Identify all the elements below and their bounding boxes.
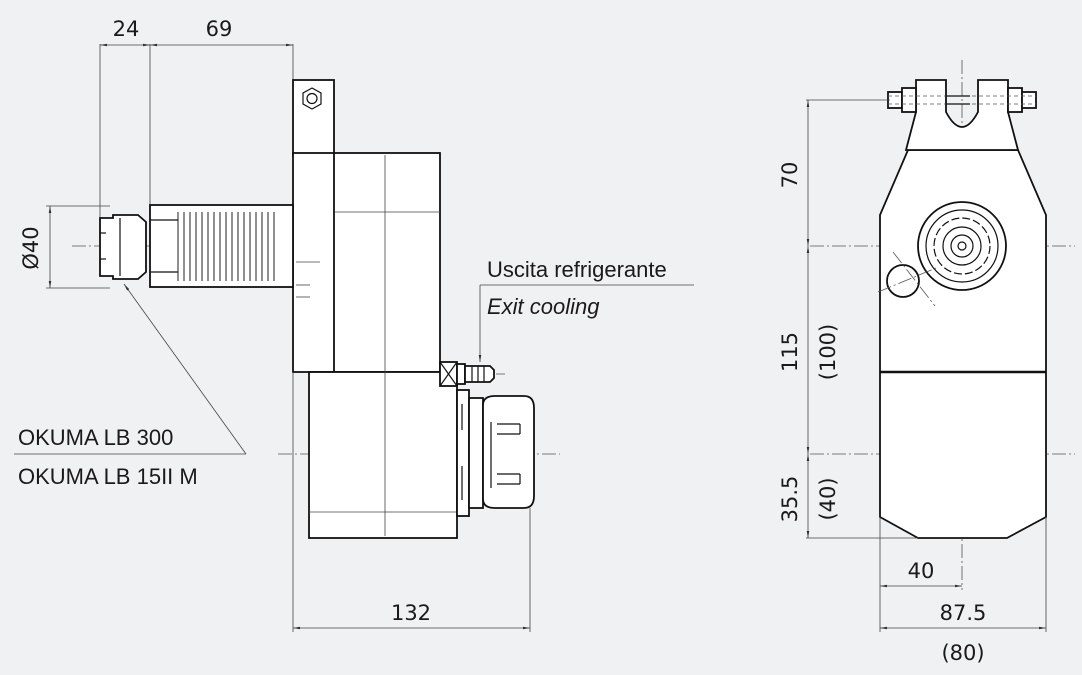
dim-80-label: (80) <box>941 641 984 665</box>
dim-132-group: 132 <box>292 372 531 632</box>
shank <box>149 204 294 288</box>
dim-35-5-label: 35.5 <box>778 476 802 523</box>
coolant-label-it: Uscita refrigerante <box>487 257 667 282</box>
mounting-tab <box>292 79 335 157</box>
coolant-label-en: Exit cooling <box>487 294 600 319</box>
dim-40-label: 40 <box>908 559 935 583</box>
hex-nut-icon <box>302 87 322 110</box>
dim-40-paren-label: (40) <box>816 477 840 520</box>
body-upper <box>292 152 441 373</box>
collet-nut <box>456 389 535 517</box>
front-vertical-dims: 70 115 (100) 35.5 (40) <box>778 99 918 539</box>
shank-grooves <box>177 212 275 281</box>
spindle-face <box>917 201 1007 291</box>
machine-label-1: OKUMA LB 300 <box>18 425 173 450</box>
dim-69-label: 69 <box>206 17 233 41</box>
machine-label-2: OKUMA LB 15II M <box>18 464 198 489</box>
dim-70-label: 70 <box>778 162 802 189</box>
spindle-tip <box>99 214 147 280</box>
dim-132-label: 132 <box>391 601 431 625</box>
side-view: 24 69 Ø40 <box>14 17 694 632</box>
dim-diameter-group: Ø40 <box>19 205 110 289</box>
dim-24-label: 24 <box>113 17 140 41</box>
dim-100-label: (100) <box>816 324 840 380</box>
front-view: 70 115 (100) 35.5 (40) 40 87.5 (80) <box>778 60 1075 665</box>
coolant-fitting <box>439 361 495 387</box>
front-horizontal-dims: 40 87.5 (80) <box>879 517 1047 665</box>
dim-diameter-label: Ø40 <box>19 226 43 269</box>
machine-leader <box>123 283 247 455</box>
dim-115-label: 115 <box>778 332 802 372</box>
clevis <box>904 79 1020 151</box>
dim-top-group: 24 69 <box>99 17 294 232</box>
side-port <box>886 264 920 298</box>
dim-87-5-label: 87.5 <box>940 601 987 625</box>
body-lower <box>308 371 458 539</box>
